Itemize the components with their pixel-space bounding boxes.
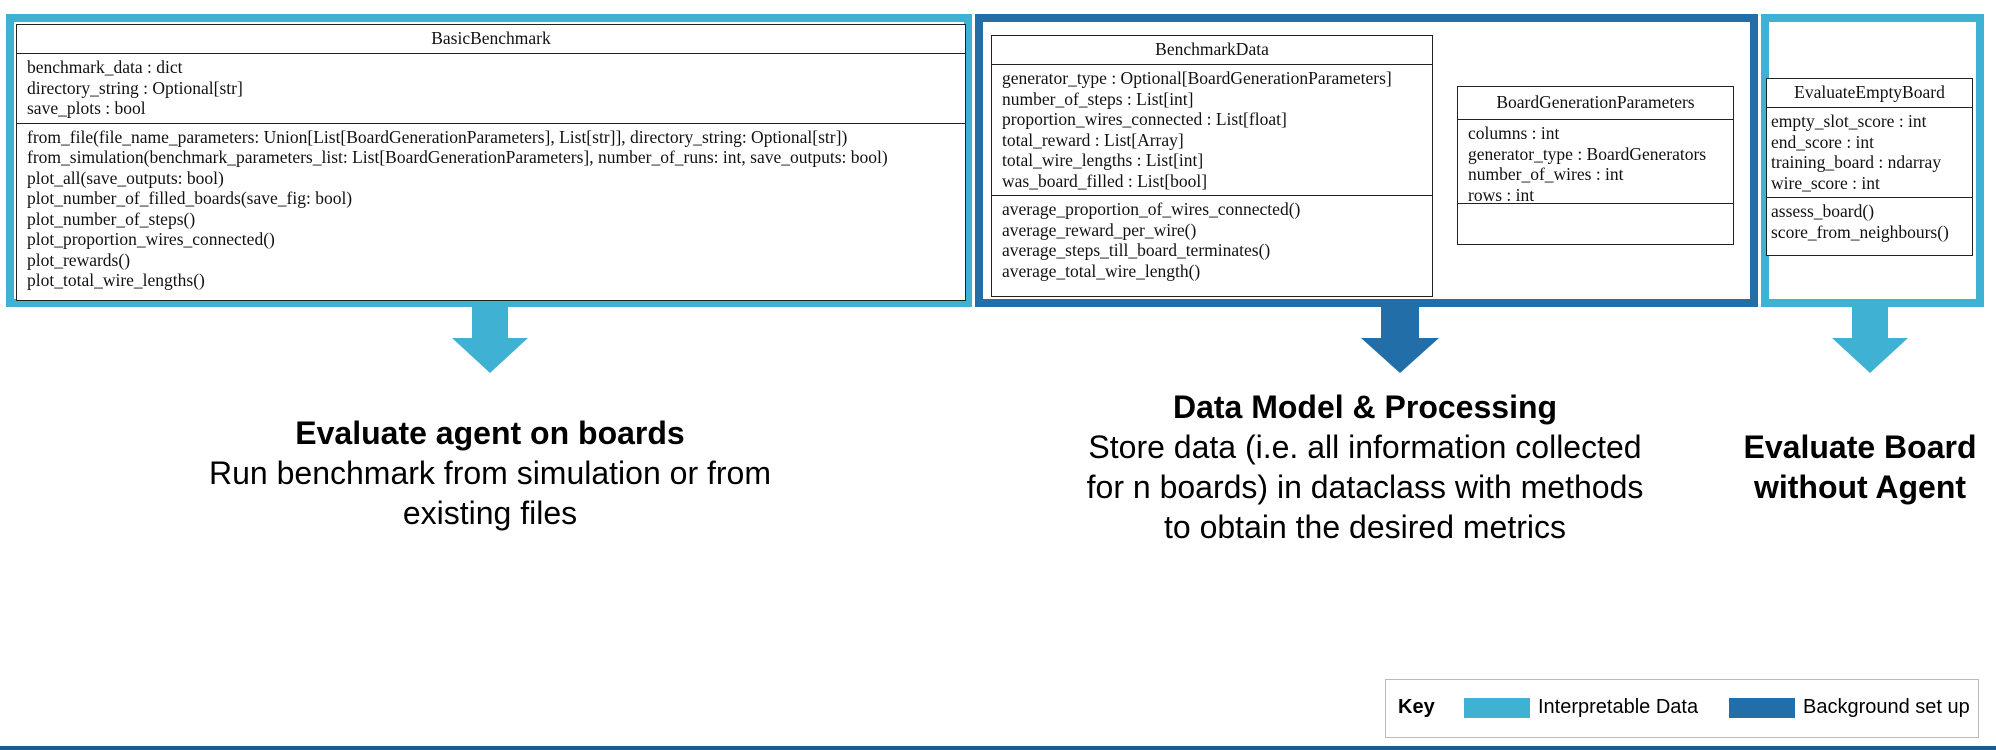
caption-line: Run benchmark from simulation or from (209, 455, 771, 491)
evaluate-agent-caption: Evaluate agent on boards Run benchmark f… (130, 413, 850, 533)
attribute: generator_type : BoardGenerators (1468, 143, 1707, 164)
attribute: directory_string : Optional[str] (27, 77, 243, 98)
data-model-caption: Data Model & Processing Store data (i.e.… (1045, 387, 1685, 547)
class-methods: assess_board() score_from_neighbours() (1767, 198, 1972, 246)
caption-line: existing files (402, 495, 578, 531)
attribute: number_of_steps : List[int] (1002, 88, 1194, 109)
attribute: total_reward : List[Array] (1002, 129, 1184, 150)
legend-label-background: Background set up (1803, 696, 1970, 718)
class-attributes: benchmark_data : dict directory_string :… (17, 54, 965, 124)
bottom-border (0, 746, 1996, 750)
attribute: benchmark_data : dict (27, 57, 183, 77)
attribute: save_plots : bool (27, 98, 146, 118)
class-attributes: generator_type : Optional[BoardGeneratio… (992, 65, 1432, 196)
method: assess_board() (1771, 201, 1875, 221)
caption-heading: Evaluate agent on boards (295, 415, 685, 451)
method: plot_proportion_wires_connected() (27, 229, 275, 249)
method: average_reward_per_wire() (1002, 219, 1197, 240)
attribute: proportion_wires_connected : List[float] (1002, 109, 1287, 129)
caption-heading: Data Model & Processing (1172, 389, 1558, 425)
method: from_simulation(benchmark_parameters_lis… (27, 147, 888, 167)
attribute: wire_score : int (1771, 172, 1880, 193)
evaluate-empty-board-class: EvaluateEmptyBoard empty_slot_score : in… (1766, 78, 1973, 256)
down-arrow-icon (1832, 307, 1908, 373)
legend-swatch-background (1729, 698, 1795, 718)
caption-heading: without Agent (1753, 469, 1967, 505)
legend-label-interpretable: Interpretable Data (1538, 696, 1699, 718)
caption-line: to obtain the desired metrics (1164, 509, 1566, 545)
attribute: number_of_wires : int (1468, 164, 1624, 184)
attribute: generator_type : Optional[BoardGeneratio… (1002, 68, 1392, 88)
basic-benchmark-class: BasicBenchmark benchmark_data : dict dir… (16, 24, 966, 301)
class-methods-empty (1458, 204, 1733, 211)
class-name: BoardGenerationParameters (1458, 87, 1733, 120)
method: plot_number_of_filled_boards(save_fig: b… (27, 188, 353, 208)
attribute: empty_slot_score : int (1771, 111, 1927, 131)
class-name: BasicBenchmark (17, 25, 965, 54)
caption-heading: Evaluate Board (1743, 429, 1977, 465)
method: plot_all(save_outputs: bool) (27, 167, 224, 188)
down-arrow-icon (452, 307, 528, 373)
method: plot_total_wire_lengths() (27, 270, 205, 290)
attribute: training_board : ndarray (1771, 152, 1942, 172)
method: from_file(file_name_parameters: Union[Li… (27, 126, 848, 147)
method: score_from_neighbours() (1771, 221, 1949, 242)
class-name: EvaluateEmptyBoard (1767, 79, 1972, 108)
class-name: BenchmarkData (992, 36, 1432, 65)
attribute: total_wire_lengths : List[int] (1002, 150, 1204, 170)
evaluate-board-caption: Evaluate Board without Agent (1730, 427, 1990, 507)
benchmark-data-class: BenchmarkData generator_type : Optional[… (991, 35, 1433, 297)
legend: Key Interpretable Data Background set up (1385, 679, 1979, 738)
method: average_steps_till_board_terminates() (1002, 240, 1271, 260)
attribute: columns : int (1468, 123, 1560, 143)
class-methods: from_file(file_name_parameters: Union[Li… (17, 124, 965, 295)
caption-line: Store data (i.e. all information collect… (1088, 429, 1642, 465)
board-generation-parameters-class: BoardGenerationParameters columns : int … (1457, 86, 1734, 245)
attribute: rows : int (1468, 184, 1535, 205)
class-methods: average_proportion_of_wires_connected() … (992, 196, 1432, 285)
down-arrow-icon (1361, 307, 1439, 373)
method: average_proportion_of_wires_connected() (1002, 199, 1301, 219)
attribute: was_board_filled : List[bool] (1002, 170, 1208, 191)
legend-swatch-interpretable (1464, 698, 1530, 718)
method: plot_rewards() (27, 249, 131, 270)
attribute: end_score : int (1771, 131, 1875, 152)
caption-line: for n boards) in dataclass with methods (1086, 469, 1644, 505)
legend-title: Key (1398, 696, 1435, 718)
method: plot_number_of_steps() (27, 208, 196, 229)
class-attributes: columns : int generator_type : BoardGene… (1458, 120, 1733, 205)
method: average_total_wire_length() (1002, 260, 1201, 281)
class-attributes: empty_slot_score : int end_score : int t… (1767, 108, 1972, 198)
